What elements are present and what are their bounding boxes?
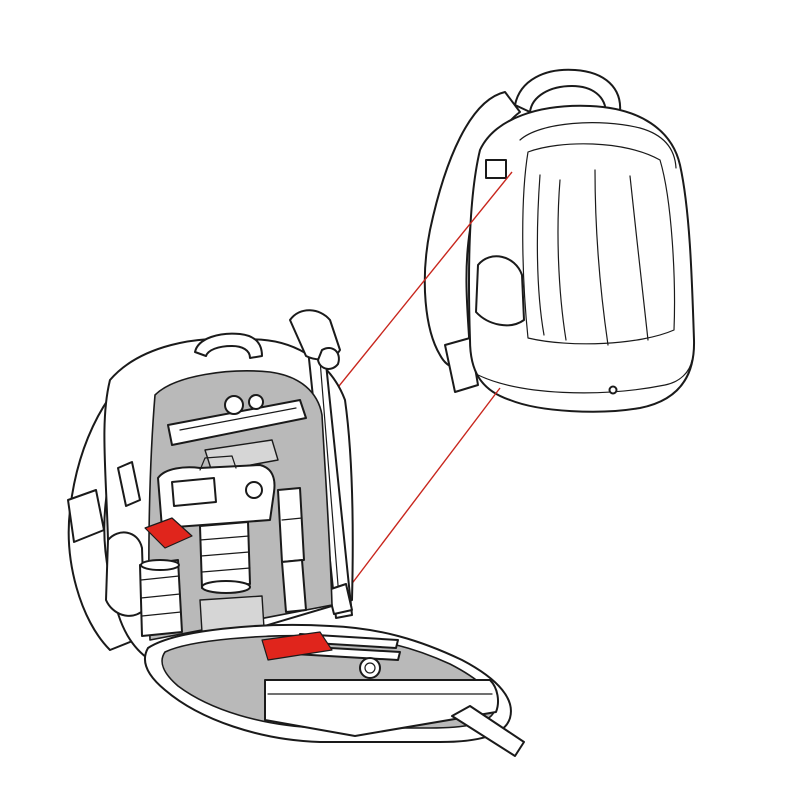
closed-side-tab bbox=[485, 159, 507, 179]
closed-seam-2 bbox=[594, 169, 609, 346]
leader-line-upper bbox=[317, 171, 513, 413]
side-lens bbox=[139, 559, 183, 637]
closed-seam-1 bbox=[557, 179, 567, 341]
red-accessory-flap bbox=[261, 631, 333, 661]
quick-release-plate bbox=[204, 439, 279, 473]
camera-lens bbox=[199, 521, 251, 594]
open-strap-buckle bbox=[67, 489, 105, 543]
closed-bottom-rivet bbox=[608, 385, 618, 395]
closed-seam-4 bbox=[536, 174, 545, 336]
closed-side-pocket bbox=[475, 255, 525, 327]
closed-front-panel-outline bbox=[522, 143, 676, 345]
closed-top-panel bbox=[519, 122, 677, 169]
closed-body bbox=[468, 104, 696, 413]
flash-unit bbox=[277, 487, 307, 613]
closed-bottom-base bbox=[477, 359, 693, 394]
open-side-buckle bbox=[117, 461, 141, 507]
open-side-pocket bbox=[105, 531, 145, 617]
leader-line-lower bbox=[337, 387, 501, 603]
tripod-clamp bbox=[327, 583, 353, 615]
flap-round-clip bbox=[359, 657, 381, 679]
open-backpack bbox=[67, 309, 525, 757]
tripod-plate-rail bbox=[167, 394, 307, 446]
closed-seam-3 bbox=[629, 175, 649, 341]
tripod bbox=[289, 309, 353, 619]
bottom-strap bbox=[451, 705, 525, 757]
red-accessory-camera bbox=[144, 517, 193, 549]
tripod-leg-2 bbox=[317, 334, 341, 611]
tripod-knob bbox=[317, 346, 340, 370]
camera-body bbox=[157, 455, 276, 529]
closed-backpack bbox=[423, 68, 696, 413]
open-top-handle bbox=[194, 332, 263, 359]
